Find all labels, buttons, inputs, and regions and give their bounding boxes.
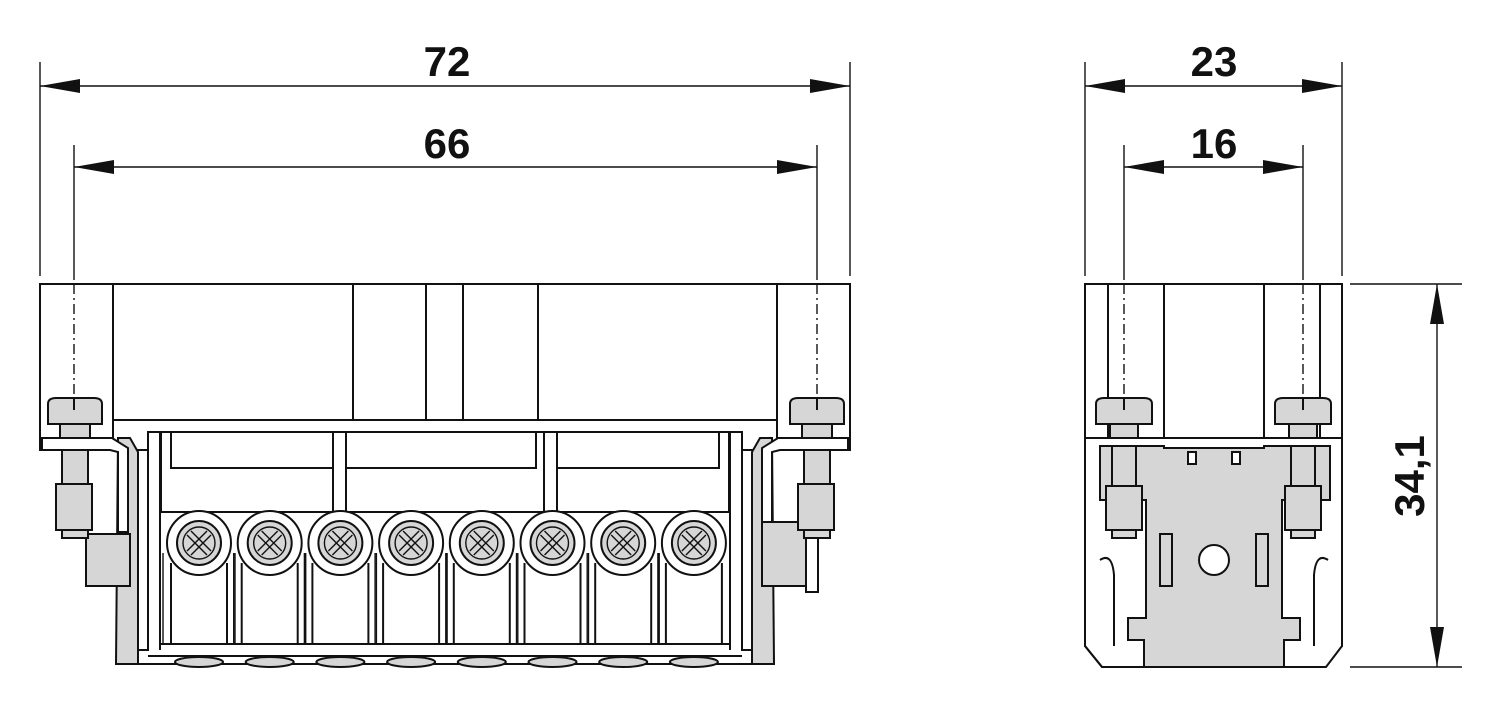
front-upper-housing (39, 283, 851, 451)
terminal-2 (232, 510, 307, 668)
front-view (39, 283, 851, 668)
side-view (1084, 283, 1343, 668)
wire-entry (386, 656, 437, 668)
wire-entry (527, 656, 578, 668)
dimension-16: 16 (1123, 120, 1304, 280)
wire-entry (456, 656, 507, 668)
dimension-72-label: 72 (424, 38, 471, 85)
right-lock-block (761, 521, 807, 587)
wire-entry (315, 656, 366, 668)
terminal-8 (657, 510, 731, 668)
dimension-34-1: 34,1 (1350, 283, 1462, 668)
dimension-66-label: 66 (424, 120, 471, 167)
side-plate-hole (1198, 544, 1230, 576)
wire-entry (174, 656, 224, 668)
terminal-1 (162, 510, 236, 668)
wire-entry (668, 656, 719, 668)
right-mounting-screw (789, 397, 845, 539)
dimension-23-label: 23 (1191, 38, 1238, 85)
dimension-72: 72 (39, 38, 851, 276)
wire-entry (244, 656, 295, 668)
terminal-row (162, 510, 731, 668)
dimension-23: 23 (1084, 38, 1343, 276)
side-left-screw (1095, 397, 1153, 539)
dimension-34-1-label: 34,1 (1386, 435, 1433, 517)
terminal-7 (586, 510, 660, 668)
side-right-screw (1274, 397, 1332, 539)
terminal-6 (515, 510, 590, 668)
dimension-16-label: 16 (1191, 120, 1238, 167)
left-mounting-screw (47, 397, 103, 539)
terminal-4 (374, 510, 448, 668)
terminal-3 (303, 510, 378, 668)
terminal-5 (445, 510, 519, 668)
left-lock-block (85, 533, 131, 587)
dimension-66: 66 (73, 120, 818, 280)
wire-entry (598, 656, 649, 668)
